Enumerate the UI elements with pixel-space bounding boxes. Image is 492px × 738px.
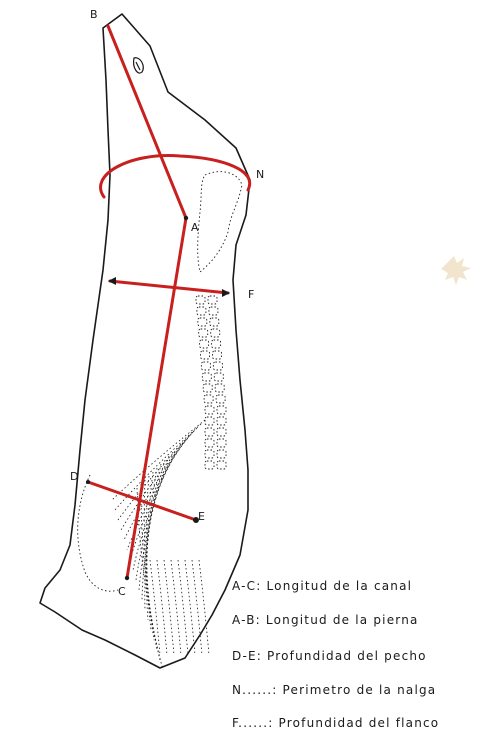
paper-stain [441,256,471,285]
vertebra [213,362,222,370]
vertebra [202,373,211,381]
brisket-dotted [78,475,118,591]
vertebra [198,318,207,326]
vertebra [217,439,226,447]
vertebra [215,384,224,392]
tarsal-bone-mark [134,58,144,73]
vertebra [200,340,209,348]
vertebra [214,373,223,381]
vertebra [205,406,214,414]
label-N: N [256,168,264,181]
vertebra [216,395,225,403]
vertebra [217,428,226,436]
vertebrae-dotted [196,296,226,469]
label-B: B [90,8,98,21]
rib [130,444,181,560]
label-F: F [248,288,254,301]
legend-item-n: N......: Perimetro de la nalga [232,683,436,697]
vertebra [196,296,205,304]
carcass-outline [40,14,250,668]
rib [137,488,163,670]
label-E: E [198,510,205,523]
vertebra [199,329,208,337]
line-F [110,281,228,293]
vertebra [205,450,214,458]
vertebra [205,428,214,436]
vertebra [212,340,221,348]
vertebra [217,417,226,425]
vertebra [217,461,226,469]
vertebra [205,417,214,425]
ribs-dotted [112,420,209,670]
vertebra [217,406,226,414]
vertebra [208,296,217,304]
rib [136,452,173,580]
legend-item-f: F......: Profundidad del flanco [232,716,439,730]
vertebra [205,461,214,469]
vertebra [197,307,206,315]
legend-item-d-e: D-E: Profundidad del pecho [232,649,427,663]
vertebra [210,318,219,326]
rib [124,436,189,540]
vertebra [203,384,212,392]
vertebra [201,362,210,370]
vertebra [204,395,213,403]
vertebra [209,307,218,315]
vertebra [205,439,214,447]
legend-item-a-c: A-C: Longitud de la canal [232,579,412,593]
label-D: D [70,470,78,483]
vertebra [217,450,226,458]
legend-item-a-b: A-B: Longitud de la pierna [232,613,419,627]
legend: A-C: Longitud de la canal A-B: Longitud … [232,579,439,730]
label-A: A [191,221,199,234]
vertebra [211,329,220,337]
line-A-B [108,26,186,218]
measurement-lines [88,26,250,578]
vertebra [201,351,210,359]
label-C: C [118,585,126,598]
line-A-C [127,218,186,578]
vertebra [213,351,222,359]
